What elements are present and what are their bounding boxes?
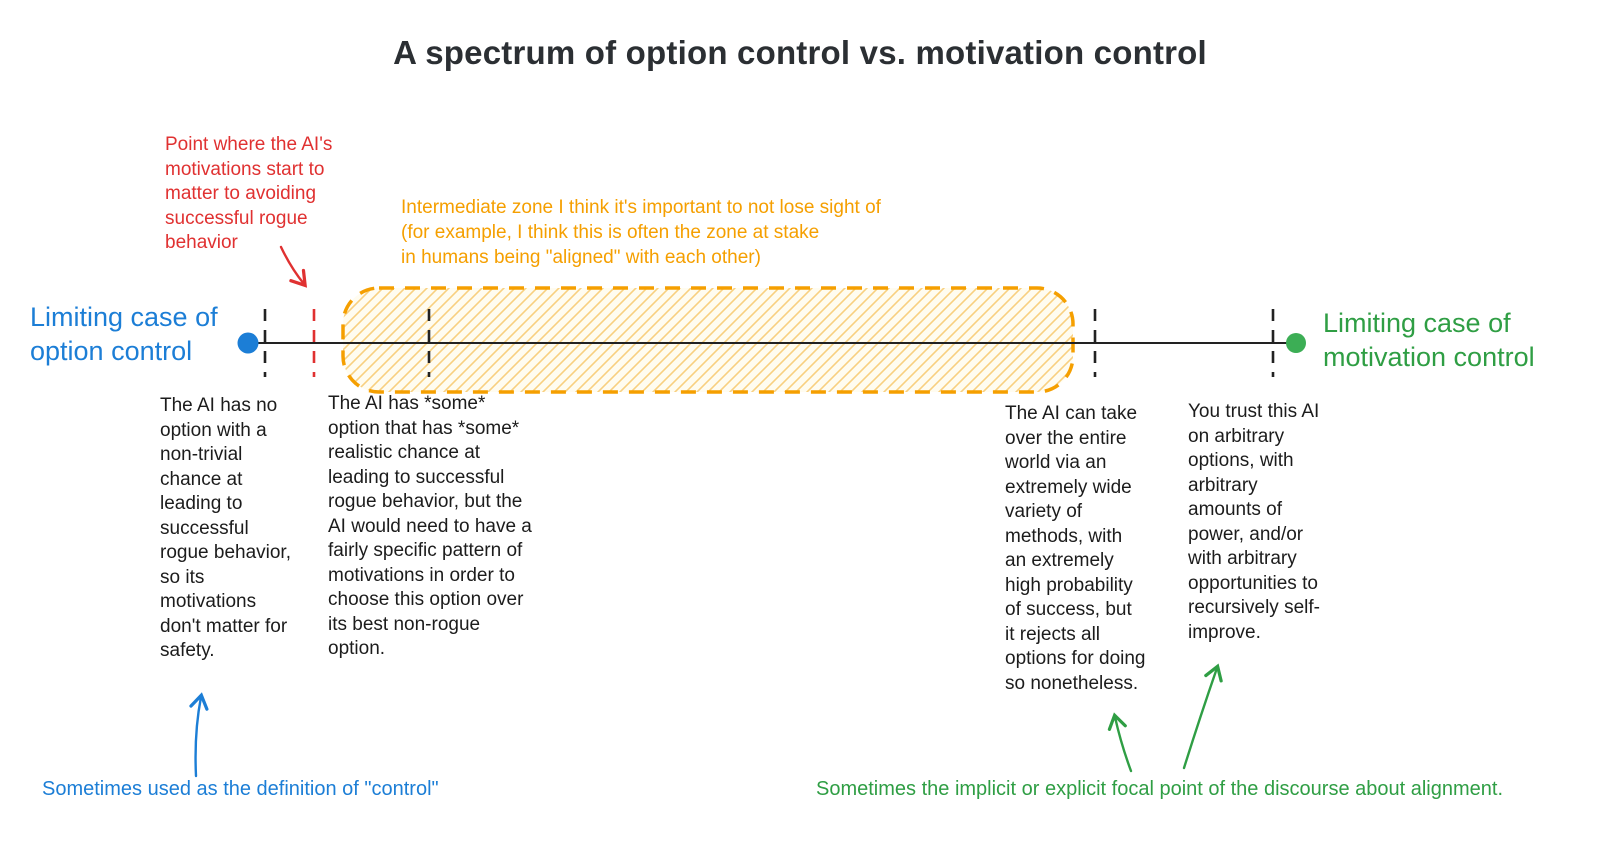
page-title: A spectrum of option control vs. motivat… [393, 34, 1207, 71]
intermediate-zone-hatch [343, 288, 1073, 392]
right-endpoint-label: Limiting case of motivation control [1323, 308, 1535, 372]
red-arrow [279, 245, 308, 288]
motivation-control-endpoint-dot [1286, 333, 1306, 353]
motivation-control-footnote: Sometimes the implicit or explicit focal… [816, 778, 1504, 800]
intermediate-zone-border [341, 286, 1075, 394]
description-far-left: The AI has no option with a non-trivial … [160, 395, 291, 661]
description-left-of-zone: The AI has *some* option that has *some*… [328, 393, 532, 659]
option-control-endpoint-dot [237, 332, 259, 354]
blue-arrow [189, 692, 209, 778]
option-control-footnote: Sometimes used as the definition of "con… [42, 778, 439, 800]
intermediate-zone [341, 286, 1075, 394]
description-far-right: You trust this AI on arbitrary options, … [1188, 401, 1320, 643]
green-arrow-right [1182, 663, 1223, 770]
green-arrow-left [1107, 712, 1133, 773]
red-threshold-note: Point where the AI's motivations start t… [165, 134, 333, 253]
intermediate-zone-note: Intermediate zone I think it's important… [401, 197, 881, 268]
left-endpoint-label: Limiting case of option control [30, 302, 218, 366]
description-right-of-zone: The AI can take over the entire world vi… [1005, 403, 1146, 694]
